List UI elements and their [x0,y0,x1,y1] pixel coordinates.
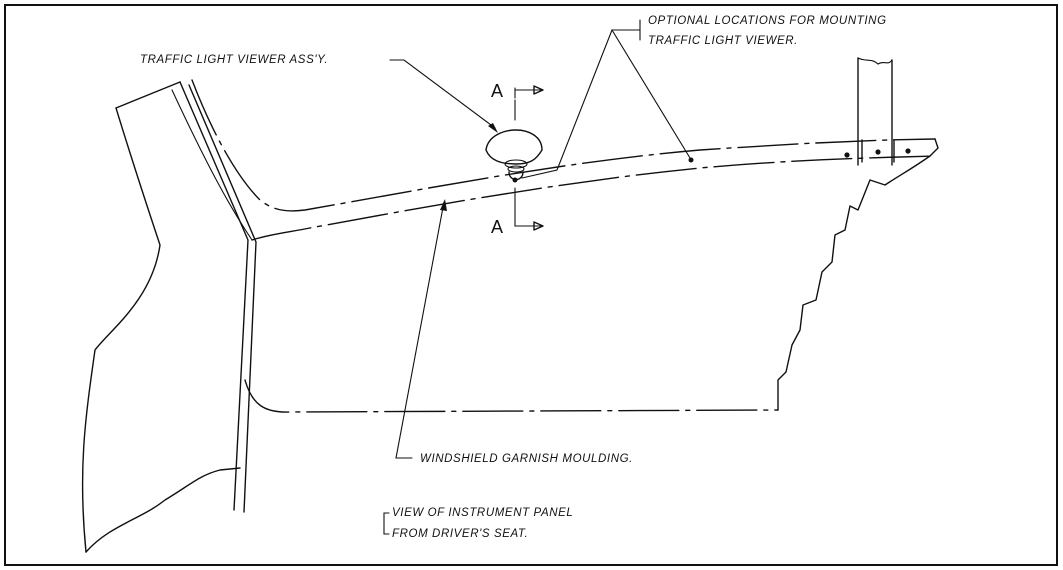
door-post [844,57,911,166]
section-mark-top: A [491,81,503,101]
instrument-panel-outline [244,155,931,413]
section-mark-bottom: A [491,217,503,237]
view-caption-line2: FROM DRIVER'S SEAT. [392,528,528,540]
viewer-assembly-label: TRAFFIC LIGHT VIEWER ASS'Y. [140,54,328,66]
view-caption-line1: VIEW OF INSTRUMENT PANEL [392,507,573,519]
garnish-moulding [191,79,939,241]
windshield-pillar [81,81,257,553]
view-caption-bracket [383,512,390,535]
drawing-border [4,4,1058,566]
section-line [514,85,544,231]
traffic-light-viewer [485,129,543,183]
optional-locations-leader [521,19,694,179]
optional-locations-label-line2: TRAFFIC LIGHT VIEWER. [648,35,798,47]
optional-locations-label-line1: OPTIONAL LOCATIONS FOR MOUNTING [648,15,887,27]
moulding-leader [395,199,447,459]
viewer-assembly-leader [389,59,498,133]
moulding-label: WINDSHIELD GARNISH MOULDING. [420,453,633,465]
